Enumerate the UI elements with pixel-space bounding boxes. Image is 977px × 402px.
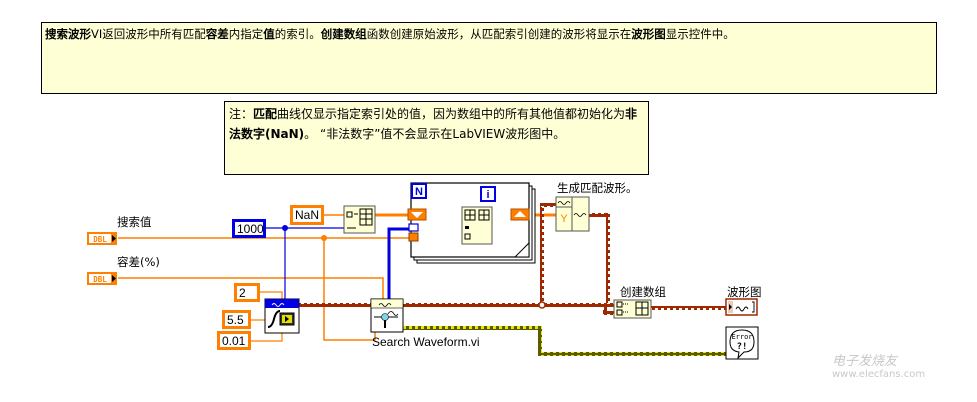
watermark: 电子发烧友 www.elecfans.com [832, 350, 925, 380]
indexing-tunnel[interactable] [408, 223, 419, 232]
array-size-constant[interactable]: 1000 [232, 219, 266, 238]
watermark-url: www.elecfans.com [832, 369, 926, 380]
tolerance-label: 容差(%) [117, 255, 160, 269]
build-waveform-node[interactable] [555, 196, 590, 232]
error-text: Error [731, 333, 752, 341]
search-value-branch-wire[interactable] [321, 235, 376, 341]
frequency-constant[interactable]: 2 [234, 283, 260, 302]
size-wire[interactable] [266, 225, 345, 299]
waveform-graph-label: 波形图 [727, 285, 762, 299]
comment-segment: 波形图 [631, 27, 666, 41]
comment-segment: 内指定 [228, 27, 264, 41]
loop-count-label: N [415, 186, 423, 198]
waveform-wire-to-build[interactable] [540, 203, 556, 207]
iteration-terminal[interactable] [480, 186, 496, 202]
error-symbol: ?! [737, 342, 748, 352]
description-comment: 搜索波形VI返回波形中所有匹配容差内指定值的索引。创建数组函数创建原始波形，从匹… [41, 22, 937, 94]
comment-segment: 非法数字(NaN) [229, 107, 638, 141]
comment-segment: 搜索波形 [45, 27, 91, 41]
comment-segment: 创建数组 [320, 27, 367, 41]
frequency-wire[interactable] [260, 291, 283, 299]
note-comment: 注：匹配曲线仅显示指定索引处的值，因为数组中的所有其他值都初始化为非法数字(Na… [224, 101, 649, 175]
comment-segment: 。 “非法数字”值不会显示在LabVIEW波形图中。 [304, 127, 566, 141]
comment-segment: 注： [229, 107, 254, 121]
shift-register-right[interactable] [510, 208, 530, 221]
search-waveform-vi[interactable] [370, 298, 404, 333]
comment-segment: 显示控件中。 [665, 27, 735, 41]
waveform-graph-terminal[interactable] [725, 298, 758, 316]
watermark-brand: 电子发烧友 [832, 354, 898, 369]
sine-waveform-node[interactable] [264, 298, 300, 334]
comment-segment: 容差 [205, 27, 229, 41]
replace-array-subset-node[interactable] [461, 206, 493, 245]
value-tunnel[interactable] [408, 232, 419, 242]
description-text: 搜索波形VI返回波形中所有匹配容差内指定值的索引。创建数组函数创建原始波形，从匹… [45, 27, 735, 41]
search-value-type: DBL [93, 235, 107, 244]
comment-segment: VI返回波形中所有匹配 [91, 27, 206, 41]
array-to-graph-wire[interactable] [651, 306, 726, 310]
build-array-label: 创建数组 [620, 285, 666, 299]
comment-segment: 匹配 [253, 107, 278, 121]
tolerance-type: DBL [93, 275, 107, 284]
build-waveform-label: 生成匹配波形。 [557, 181, 638, 195]
matched-waveform-wire[interactable] [588, 213, 608, 217]
nan-constant[interactable]: NaN [290, 205, 324, 225]
dt-wire[interactable] [251, 332, 283, 342]
loop-count-terminal[interactable] [411, 183, 427, 199]
note-text: 注：匹配曲线仅显示指定索引处的值，因为数组中的所有其他值都初始化为非法数字(Na… [229, 107, 637, 141]
build-array-node[interactable] [613, 299, 652, 319]
iteration-label: i [486, 189, 489, 201]
comment-segment: 值 [263, 27, 275, 41]
tolerance-control[interactable] [87, 272, 117, 285]
error-indicator-icon[interactable] [725, 326, 759, 360]
tolerance-wire[interactable] [118, 277, 384, 305]
search-waveform-label: Search Waveform.vi [372, 335, 480, 349]
comment-segment: 的索引。 [274, 27, 321, 41]
waveform-wire-2[interactable] [403, 303, 605, 307]
amplitude-constant[interactable]: 5.5 [222, 310, 251, 329]
indices-array-wire[interactable] [387, 227, 411, 299]
error-wire[interactable] [403, 326, 726, 356]
y-terminal-label: Y [560, 213, 568, 225]
waveform-wire-branch[interactable] [540, 203, 544, 305]
shift-register-left[interactable] [407, 208, 427, 221]
dt-constant[interactable]: 0.01 [217, 331, 251, 350]
initialize-array-node[interactable] [343, 205, 376, 234]
comment-segment: 函数创建原始波形，从匹配索引创建的波形将显示在 [366, 27, 632, 41]
comment-segment: 曲线仅显示指定索引处的值，因为数组中的所有其他值都初始化为 [277, 107, 626, 121]
waveform-wire-1[interactable] [299, 303, 371, 307]
search-value-control[interactable] [87, 232, 117, 245]
search-value-label: 搜索值 [117, 215, 152, 229]
